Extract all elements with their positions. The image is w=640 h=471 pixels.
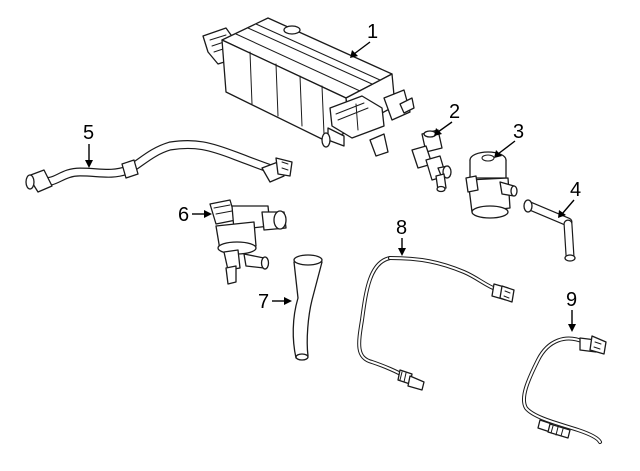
callout-5: 5 bbox=[83, 122, 94, 168]
callout-1: 1 bbox=[350, 21, 378, 58]
callout-8: 8 bbox=[396, 217, 407, 256]
callout-2-label: 2 bbox=[449, 101, 460, 123]
part-4-hose[interactable] bbox=[523, 199, 576, 262]
callout-1-arrow bbox=[350, 50, 358, 58]
callout-8-label: 8 bbox=[396, 217, 407, 239]
callout-9-label: 9 bbox=[566, 289, 577, 311]
callout-9: 9 bbox=[566, 289, 577, 332]
callout-9-arrow bbox=[568, 324, 576, 332]
callout-1-leader bbox=[353, 41, 371, 55]
part-2-purge-valve[interactable] bbox=[411, 129, 452, 193]
callout-7-label: 7 bbox=[258, 291, 269, 313]
callout-2-arrow bbox=[434, 128, 442, 136]
callout-6-label: 6 bbox=[178, 204, 189, 226]
callout-2: 2 bbox=[434, 101, 460, 136]
callout-4-arrow bbox=[558, 210, 566, 218]
callout-7: 7 bbox=[258, 291, 292, 313]
callout-4-label: 4 bbox=[570, 179, 581, 201]
callout-1-label: 1 bbox=[367, 21, 378, 43]
callout-7-arrow bbox=[284, 297, 292, 305]
callout-3-leader bbox=[497, 140, 516, 155]
callout-6-arrow bbox=[204, 210, 212, 218]
part-6-valve-assembly[interactable] bbox=[209, 199, 287, 285]
callout-5-arrow bbox=[85, 160, 93, 168]
part-1-charcoal-canister[interactable] bbox=[202, 17, 415, 157]
callout-4: 4 bbox=[558, 179, 581, 218]
part-8-oxygen-sensor[interactable] bbox=[357, 256, 515, 391]
part-9-oxygen-sensor[interactable] bbox=[521, 335, 607, 444]
callout-8-arrow bbox=[398, 248, 406, 256]
callout-3-label: 3 bbox=[513, 121, 524, 143]
callout-3-arrow bbox=[494, 150, 502, 158]
part-5-hose-assembly[interactable] bbox=[25, 139, 293, 193]
callout-4-leader bbox=[561, 199, 575, 215]
callout-3: 3 bbox=[494, 121, 524, 158]
part-7-hose[interactable] bbox=[292, 254, 323, 361]
callout-5-label: 5 bbox=[83, 122, 94, 144]
part-3-vent-valve[interactable] bbox=[465, 151, 518, 219]
callout-2-leader bbox=[437, 121, 453, 133]
callout-6: 6 bbox=[178, 204, 212, 226]
